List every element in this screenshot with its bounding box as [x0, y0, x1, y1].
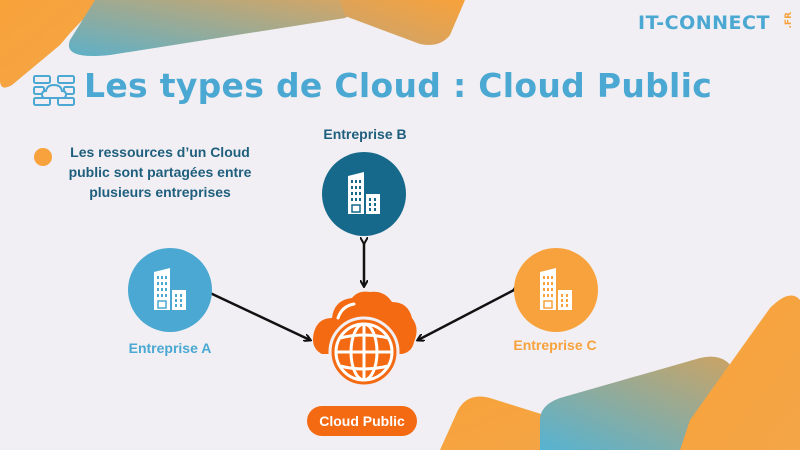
logo: IT-CONNECT	[638, 12, 770, 34]
node-label-c: Entreprise C	[513, 337, 597, 353]
node-label-a: Entreprise A	[128, 340, 212, 356]
arrow-a-cloud	[208, 292, 310, 340]
building-icon	[348, 172, 380, 214]
cloud-public-badge: Cloud Public	[307, 406, 417, 436]
bullet-dot	[34, 148, 52, 166]
node-entreprise-b	[322, 152, 406, 236]
description-text: Les ressources d’un Cloud public sont pa…	[68, 144, 252, 200]
node-entreprise-c	[514, 248, 598, 332]
node-entreprise-a	[128, 248, 212, 332]
arrow-c-cloud	[418, 290, 514, 340]
cloud-globe-icon	[313, 291, 417, 388]
page-title: Les types de Cloud : Cloud Public	[84, 66, 713, 105]
node-label-b: Entreprise B	[323, 126, 407, 142]
building-icon	[540, 268, 572, 310]
cloud-server-icon	[33, 75, 75, 106]
building-icon	[154, 268, 186, 310]
